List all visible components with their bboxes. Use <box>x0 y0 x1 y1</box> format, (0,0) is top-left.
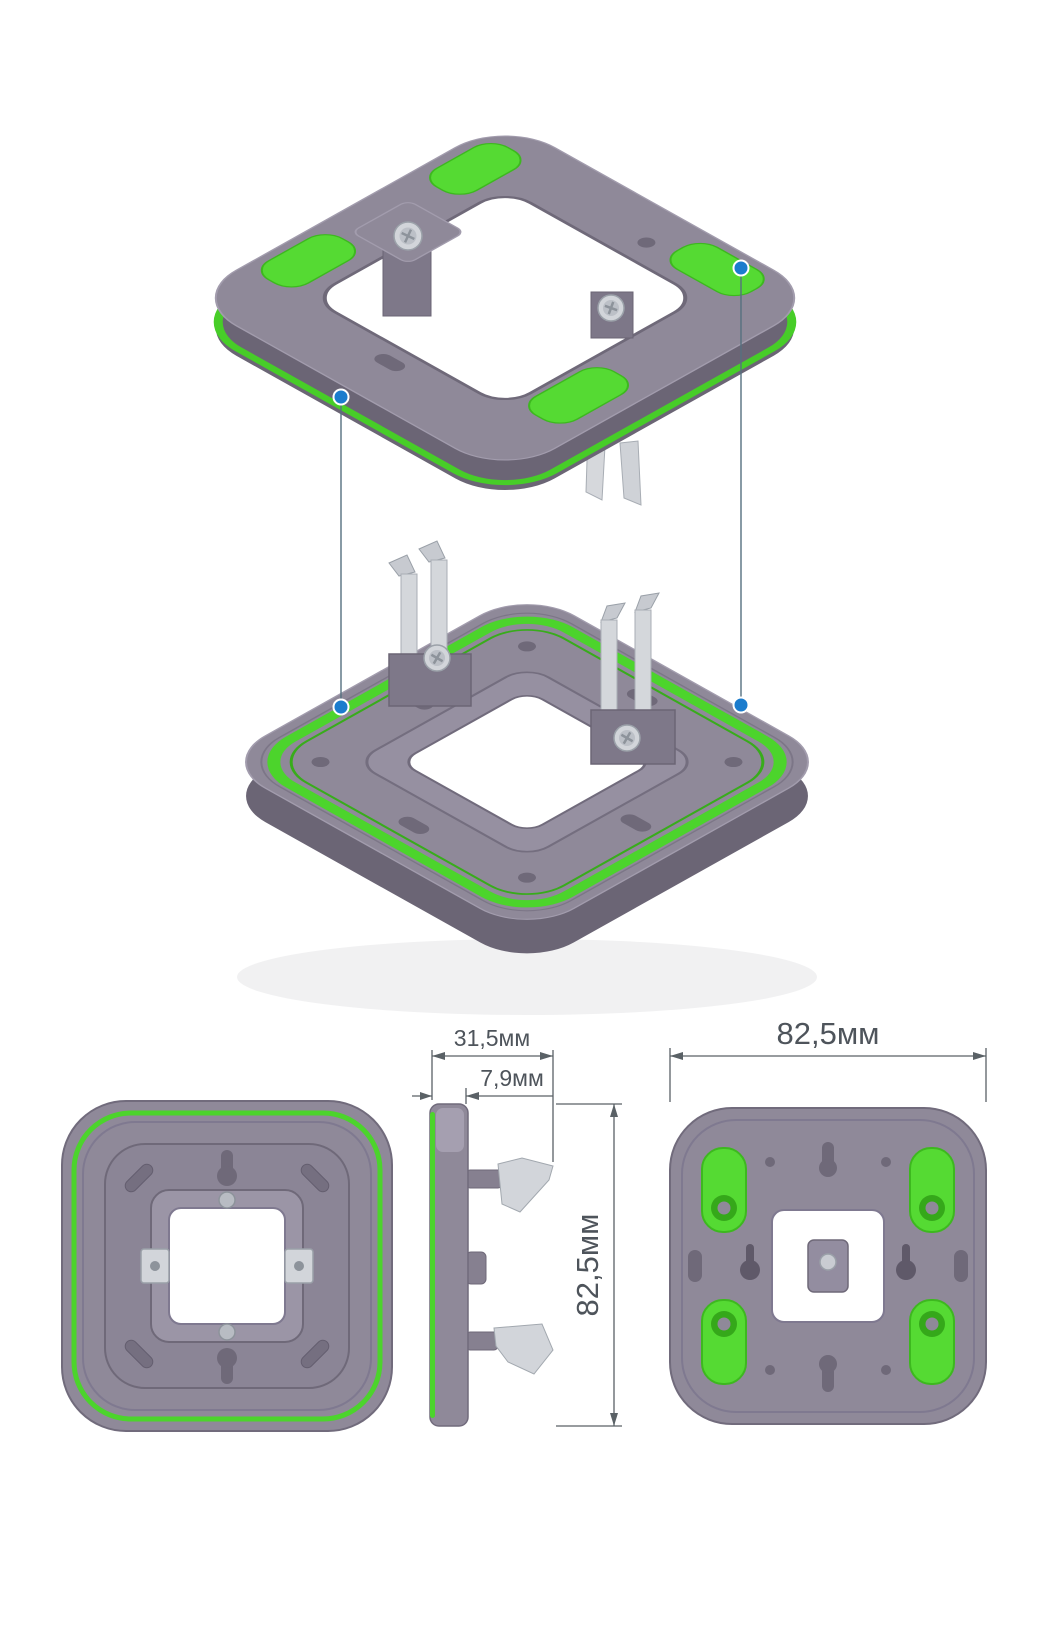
keyhole <box>740 1244 760 1280</box>
front-view <box>61 1100 393 1432</box>
screw-post <box>354 202 462 317</box>
keyholes <box>217 1150 237 1384</box>
dimension-height <box>556 1103 622 1427</box>
screw <box>597 294 625 322</box>
corner-slots <box>124 1163 330 1369</box>
keyhole <box>896 1244 916 1280</box>
mounting-pad <box>701 1147 747 1233</box>
dimension-label-height: 82,5мм <box>570 1214 605 1317</box>
fixing-claw <box>590 592 676 765</box>
screw-hole <box>218 1191 236 1209</box>
side-view <box>429 1103 554 1427</box>
top-frame-face <box>214 135 796 461</box>
center-bracket <box>807 1239 849 1293</box>
mounting-pad <box>701 1299 747 1385</box>
screw-post <box>590 291 634 339</box>
mounting-pad <box>909 1299 955 1385</box>
fixing-claw <box>388 540 472 707</box>
dimension-label-depth-total: 31,5мм <box>454 1025 530 1051</box>
callout-dot <box>332 388 350 406</box>
callout-lines <box>340 268 742 707</box>
callout-dot <box>732 696 750 714</box>
gasket-ring <box>71 1110 383 1422</box>
shadow <box>237 939 817 1015</box>
callout-dot <box>732 259 750 277</box>
dimension-frame-thickness <box>412 1088 553 1104</box>
callout-dot <box>332 698 350 716</box>
dimension-label-width: 82,5мм <box>777 1016 880 1051</box>
mounting-pad <box>429 143 522 195</box>
dimension-label-frame-thickness: 7,9мм <box>480 1065 544 1091</box>
keyholes <box>688 1142 968 1392</box>
bottom-frame <box>237 540 817 1015</box>
screw <box>613 724 641 752</box>
top-frame <box>213 135 797 490</box>
mounting-pad <box>528 367 629 424</box>
mounting-pad <box>909 1147 955 1233</box>
clip-contacts <box>140 1248 314 1284</box>
back-view <box>669 1107 987 1425</box>
fixing-claw-profile <box>465 1157 554 1375</box>
mounting-pad <box>260 234 357 288</box>
screw <box>423 644 451 672</box>
screw-hole <box>218 1323 236 1341</box>
screw <box>393 221 423 251</box>
frame-profile <box>429 1103 469 1427</box>
bottom-frame-face <box>245 604 809 920</box>
gasket-edge <box>430 1112 435 1418</box>
mounting-pads <box>260 143 765 424</box>
callout-dots <box>332 259 750 716</box>
dimension-width <box>669 1048 987 1102</box>
dimension-depth-total <box>431 1050 554 1162</box>
exploded-view <box>213 135 817 1015</box>
